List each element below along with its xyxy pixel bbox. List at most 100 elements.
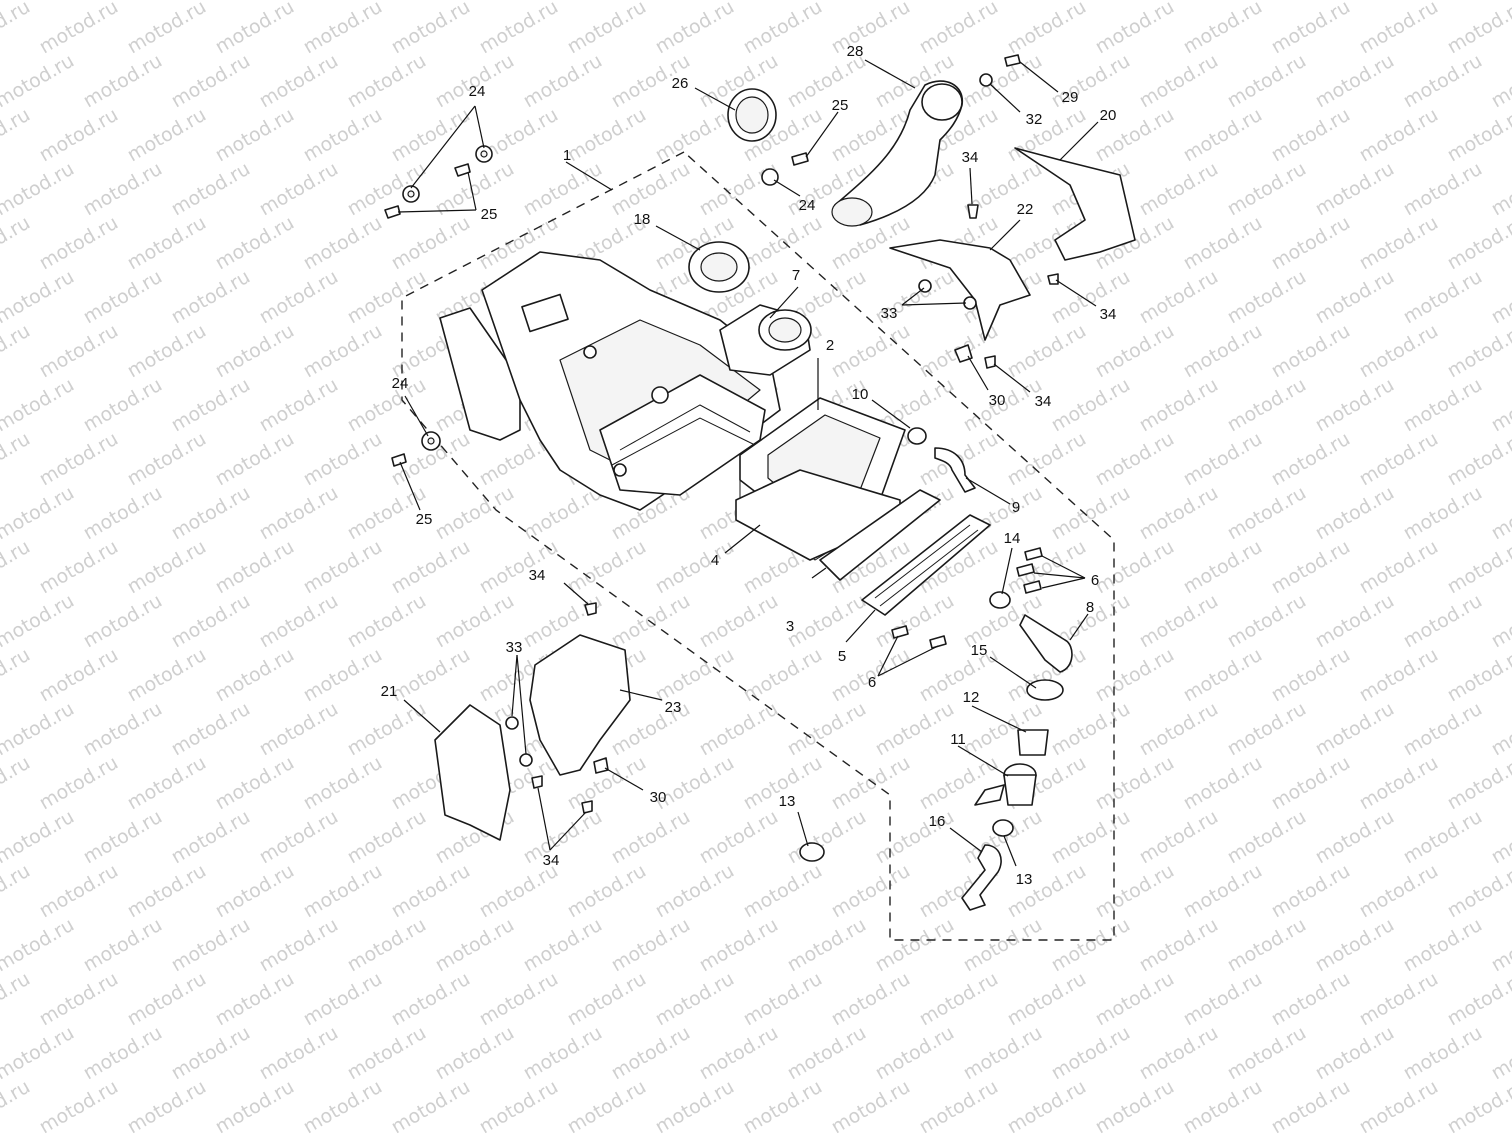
watermark-text: motod.ru <box>1356 104 1442 167</box>
watermark-text: motod.ru <box>828 968 914 1031</box>
watermark-text: motod.ru <box>0 266 78 329</box>
watermark-text: motod.ru <box>960 50 1046 113</box>
watermark-text: motod.ru <box>300 428 386 491</box>
bent-hose <box>961 844 1002 911</box>
watermark-text: motod.ru <box>1092 644 1178 707</box>
watermark-text: motod.ru <box>1224 374 1310 437</box>
callout-22: 22 <box>1017 201 1034 218</box>
watermark-text: motod.ru <box>828 0 914 58</box>
watermark-text: motod.ru <box>36 104 122 167</box>
intake-duct <box>831 80 963 227</box>
watermark-text: motod.ru <box>388 860 474 923</box>
watermark-text: motod.ru <box>1312 0 1398 4</box>
watermark-text: motod.ru <box>80 482 166 545</box>
hose-clamp-13b <box>992 819 1014 837</box>
watermark-text: motod.ru <box>344 806 430 869</box>
watermark-text: motod.ru <box>256 698 342 761</box>
watermark-text: motod.ru <box>784 914 870 977</box>
watermark-text: motod.ru <box>300 320 386 383</box>
callout-4: 4 <box>711 552 719 569</box>
callout-11: 11 <box>950 731 966 748</box>
watermark-text: motod.ru <box>124 860 210 923</box>
watermark-text: motod.ru <box>1400 50 1486 113</box>
watermark-text: motod.ru <box>1136 806 1222 869</box>
watermark-text: motod.ru <box>1136 1022 1222 1085</box>
watermark-text: motod.ru <box>1268 104 1354 167</box>
callout-24-mid: 24 <box>799 197 816 214</box>
watermark-text: motod.ru <box>1444 752 1512 815</box>
watermark-text: motod.ru <box>124 0 210 58</box>
callout-34-bottom: 34 <box>543 852 560 869</box>
watermark-text: motod.ru <box>652 0 738 58</box>
watermark-text: motod.ru <box>1268 212 1354 275</box>
watermark-text: motod.ru <box>36 536 122 599</box>
watermark-text: motod.ru <box>696 0 782 4</box>
watermark-text: motod.ru <box>388 968 474 1031</box>
watermark-text: motod.ru <box>1180 536 1266 599</box>
watermark-text: motod.ru <box>168 914 254 977</box>
watermark-text: motod.ru <box>1224 1022 1310 1085</box>
watermark-text: motod.ru <box>1444 212 1512 275</box>
watermark-text: motod.ru <box>608 806 694 869</box>
watermark-text: motod.ru <box>1180 752 1266 815</box>
callout-1: 1 <box>563 147 571 164</box>
callout-23: 23 <box>665 699 682 716</box>
watermark-text: motod.ru <box>0 1076 34 1134</box>
watermark-text: motod.ru <box>300 860 386 923</box>
watermark-text: motod.ru <box>1400 266 1486 329</box>
watermark-text: motod.ru <box>212 968 298 1031</box>
watermark-text: motod.ru <box>1004 968 1090 1031</box>
watermark-text: motod.ru <box>1444 0 1512 58</box>
callout-8: 8 <box>1086 599 1094 616</box>
watermark-text: motod.ru <box>168 482 254 545</box>
watermark-text: motod.ru <box>476 968 562 1031</box>
watermark-text: motod.ru <box>1136 0 1222 4</box>
watermark-text: motod.ru <box>1312 374 1398 437</box>
watermark-text: motod.ru <box>168 698 254 761</box>
callout-30-lower: 30 <box>650 789 667 806</box>
callout-14: 14 <box>1004 530 1021 547</box>
callout-20: 20 <box>1100 107 1117 124</box>
watermark-text: motod.ru <box>344 698 430 761</box>
watermark-text: motod.ru <box>1224 806 1310 869</box>
watermark-text: motod.ru <box>1400 590 1486 653</box>
watermark-text: motod.ru <box>168 374 254 437</box>
watermark-text: motod.ru <box>1356 212 1442 275</box>
watermark-text: motod.ru <box>300 968 386 1031</box>
watermark-text: motod.ru <box>300 104 386 167</box>
watermark-text: motod.ru <box>344 374 430 437</box>
watermark-text: motod.ru <box>344 0 430 4</box>
assembly-outline <box>401 151 1115 941</box>
watermark-text: motod.ru <box>784 590 870 653</box>
callout-6-upper: 6 <box>1091 572 1099 589</box>
watermark-text: motod.ru <box>1312 1022 1398 1085</box>
watermark-text: motod.ru <box>1356 1076 1442 1134</box>
watermark-text: motod.ru <box>256 806 342 869</box>
watermark-text: motod.ru <box>300 0 386 58</box>
watermark-text: motod.ru <box>0 644 34 707</box>
watermark-text: motod.ru <box>1356 428 1442 491</box>
watermark-text: motod.ru <box>1224 698 1310 761</box>
watermark-text: motod.ru <box>916 644 1002 707</box>
watermark-text: motod.ru <box>652 104 738 167</box>
watermark-text: motod.ru <box>1400 914 1486 977</box>
watermark-text: motod.ru <box>1268 1076 1354 1134</box>
watermark-text: motod.ru <box>1136 698 1222 761</box>
watermark-text: motod.ru <box>344 590 430 653</box>
watermark-text: motod.ru <box>916 0 1002 58</box>
watermark-text: motod.ru <box>1268 0 1354 58</box>
callout-9: 9 <box>1012 499 1020 516</box>
watermark-text: motod.ru <box>212 104 298 167</box>
watermark-text: motod.ru <box>1048 0 1134 4</box>
watermark-text: motod.ru <box>432 482 518 545</box>
callout-24-left: 24 <box>392 375 409 392</box>
watermark-text: motod.ru <box>828 752 914 815</box>
watermark-text: motod.ru <box>124 104 210 167</box>
callout-25-top: 25 <box>481 206 498 223</box>
watermark-text: motod.ru <box>80 806 166 869</box>
callout-25-mid: 25 <box>832 97 849 114</box>
watermark-text: motod.ru <box>916 752 1002 815</box>
watermark-text: motod.ru <box>212 752 298 815</box>
watermark-text: motod.ru <box>1004 320 1090 383</box>
